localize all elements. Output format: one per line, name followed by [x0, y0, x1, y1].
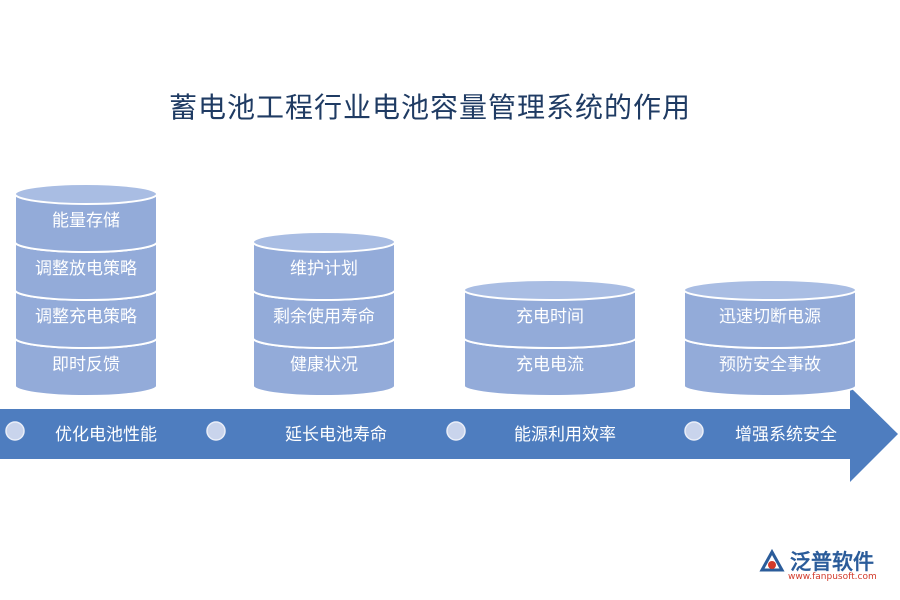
cylinder-label: 维护计划: [290, 259, 358, 279]
cylinder-label: 即时反馈: [52, 355, 120, 375]
cylinder-segment: [14, 193, 158, 253]
cylinder-segment: [252, 337, 396, 397]
fanpu-logo-icon: [759, 548, 785, 572]
cylinder-label: 调整放电策略: [35, 259, 137, 279]
step-dot: [206, 421, 226, 441]
step-dot: [5, 421, 25, 441]
cylinder-segment: [14, 241, 158, 301]
step-dot: [446, 421, 466, 441]
brand-logo: 泛普软件 www.fanpusoft.com: [758, 546, 888, 586]
cylinder-cap: [14, 183, 158, 205]
cylinder-label: 健康状况: [290, 355, 358, 375]
cylinder-label: 预防安全事故: [719, 355, 821, 375]
cylinder-segment: [463, 289, 637, 349]
brand-url: www.fanpusoft.com: [788, 572, 877, 582]
cylinder-label: 充电电流: [516, 355, 584, 375]
cylinder-segment: [252, 289, 396, 349]
cylinder-label: 充电时间: [516, 307, 584, 327]
diagram-title: 蓄电池工程行业电池容量管理系统的作用: [168, 91, 691, 124]
cylinder-cap: [683, 279, 857, 301]
step-dot: [684, 421, 704, 441]
arrow-step-label: 优化电池性能: [55, 425, 157, 445]
cylinder-cap: [252, 231, 396, 253]
cylinder-segment: [463, 337, 637, 397]
arrow-step-label: 能源利用效率: [514, 425, 616, 445]
cylinder-label: 调整充电策略: [35, 307, 137, 327]
cylinder-segment: [14, 289, 158, 349]
brand-name: 泛普软件: [790, 550, 874, 574]
cylinder-segment: [683, 289, 857, 349]
cylinder-segment: [683, 337, 857, 397]
cylinder-label: 剩余使用寿命: [273, 306, 375, 327]
cylinder-segment: [252, 241, 396, 301]
cylinder-label: 迅速切断电源: [719, 307, 821, 327]
cylinder-label: 能量存储: [52, 211, 120, 231]
cylinder-cap: [463, 279, 637, 301]
cylinder-segment: [14, 337, 158, 397]
arrow-step-label: 延长电池寿命: [285, 425, 387, 445]
arrow-step-label: 增强系统安全: [735, 425, 837, 445]
